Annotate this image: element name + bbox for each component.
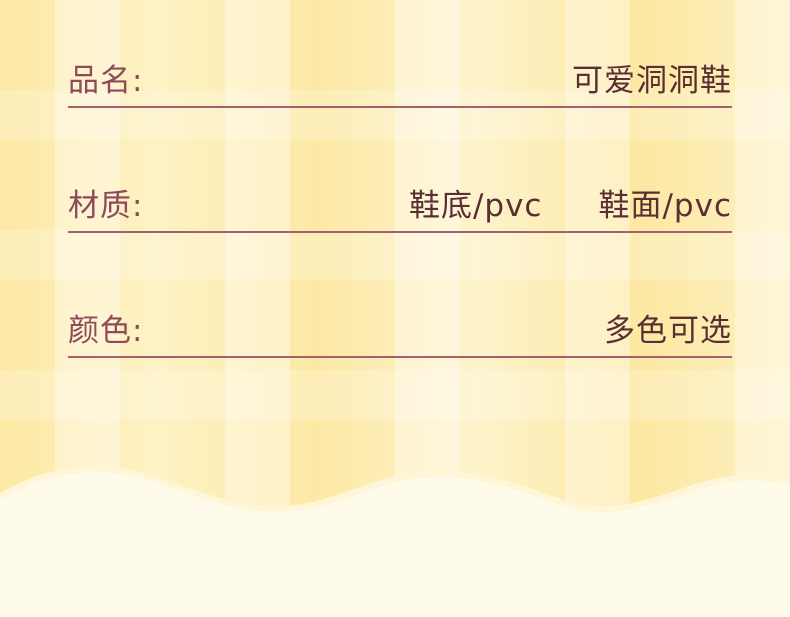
color-label: 颜色: (68, 313, 144, 349)
material-label: 材质: (68, 188, 144, 224)
material-values: 鞋底/pvc 鞋面/pvc (409, 180, 732, 225)
row-color: 颜色: 多色可选 (68, 313, 732, 358)
underline (68, 356, 732, 358)
row-product-name: 品名: 可爱洞洞鞋 (68, 63, 732, 108)
wave-decoration (0, 467, 790, 617)
material-upper-value: 鞋面/pvc (598, 188, 732, 224)
row-material: 材质: 鞋底/pvc 鞋面/pvc (68, 188, 732, 233)
material-sole-value: 鞋底/pvc (408, 188, 543, 224)
underline (68, 106, 732, 108)
product-name-value: 可爱洞洞鞋 (572, 63, 732, 99)
color-value: 多色可选 (604, 313, 732, 349)
underline (68, 231, 732, 233)
product-name-label: 品名: (68, 63, 144, 99)
